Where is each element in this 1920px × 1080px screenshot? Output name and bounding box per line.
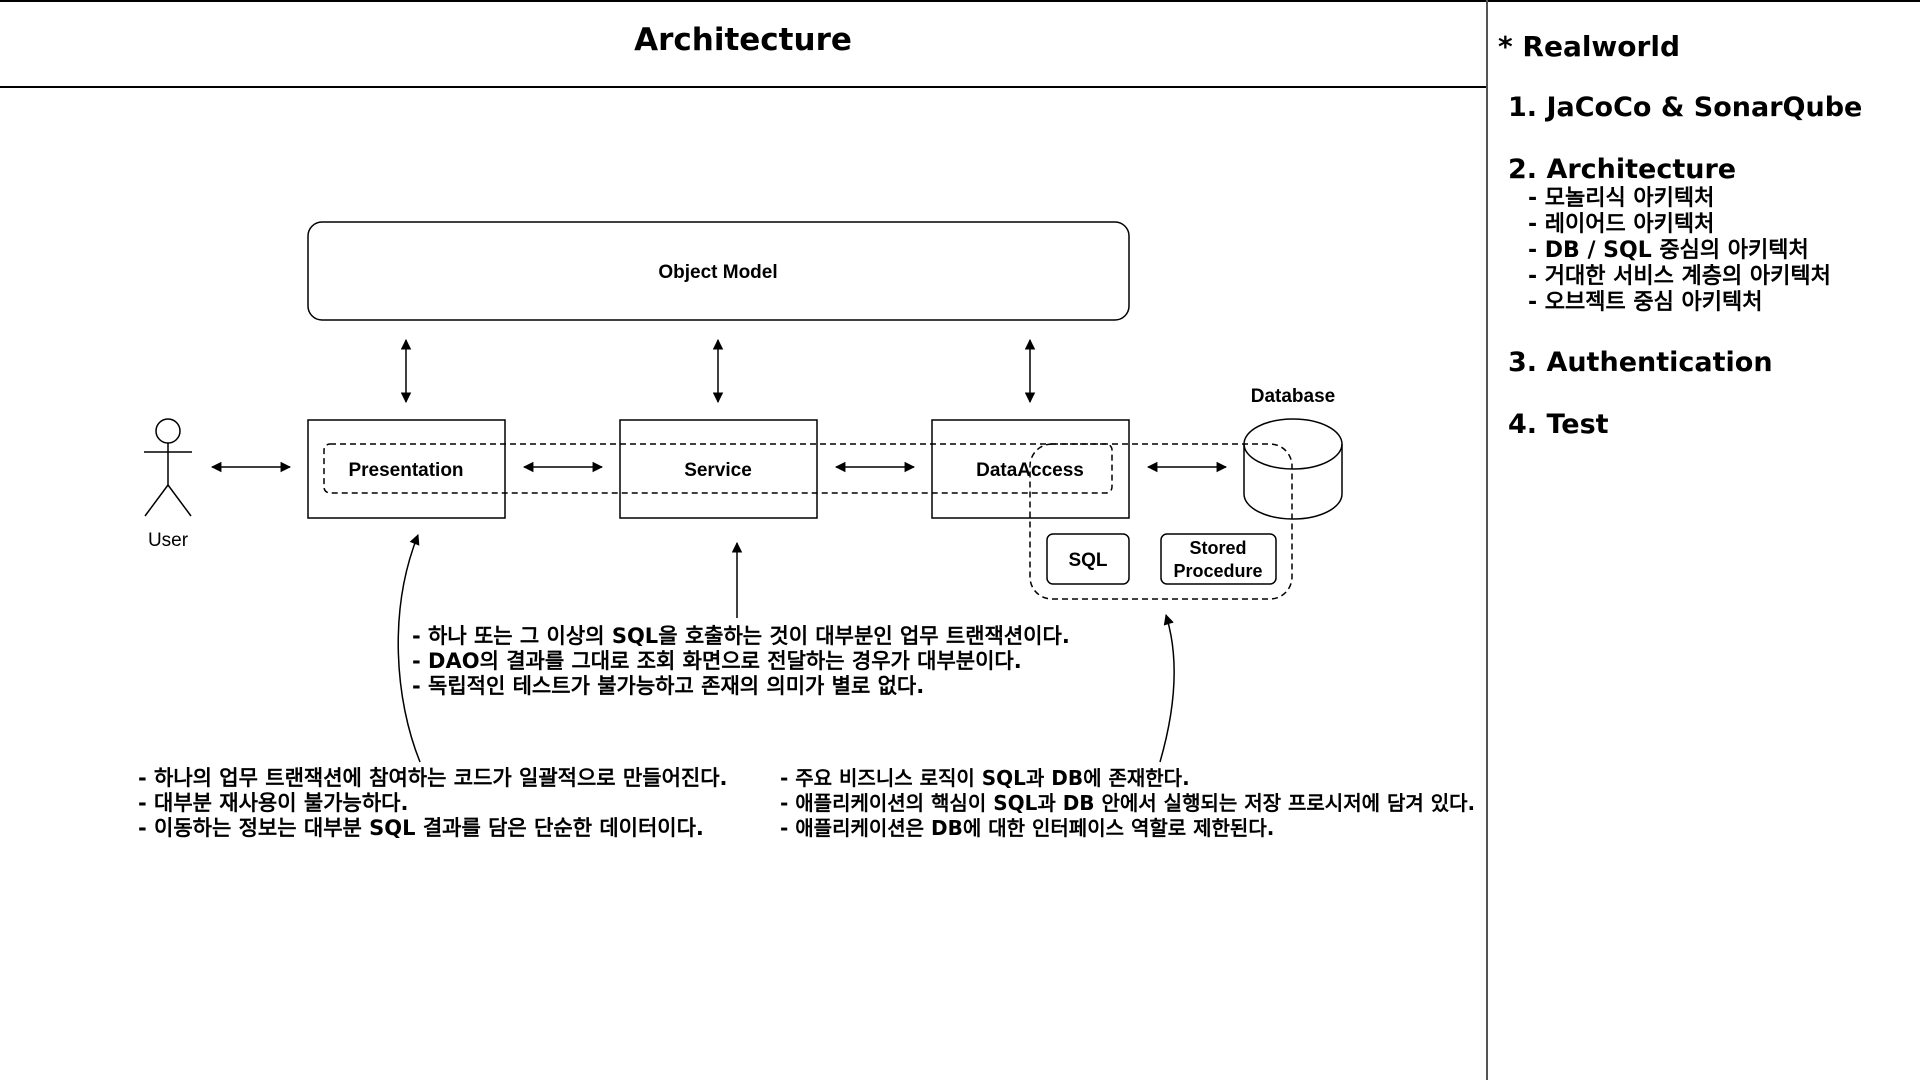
- dataaccess-label: DataAccess: [976, 460, 1084, 481]
- presentation-label: Presentation: [348, 460, 463, 481]
- sidebar-section-authentication: 3. Authentication: [1508, 347, 1773, 378]
- service-note-3: - 독립적인 테스트가 불가능하고 존재의 의미가 별로 없다.: [412, 674, 925, 698]
- database-note-arrow: [1159, 613, 1175, 763]
- sql-label: SQL: [1068, 550, 1107, 571]
- stored-procedure-box: [1160, 533, 1277, 585]
- sidebar-item-layered: - 레이어드 아키텍처: [1528, 212, 1715, 237]
- service-notes: - 하나 또는 그 이상의 SQL을 호출하는 것이 대부분인 업무 트랜잭션이…: [412, 624, 1070, 699]
- transaction-scope-dashed: [323, 443, 1113, 494]
- presentation-note-1: - 하나의 업무 트랜잭션에 참여하는 코드가 일괄적으로 만들어진다.: [138, 766, 728, 790]
- database-note-3: - 애플리케이션은 DB에 대한 인터페이스 역할로 제한된다.: [780, 816, 1275, 840]
- presentation-note-2: - 대부분 재사용이 불가능하다.: [138, 791, 409, 815]
- sidebar-section-test: 4. Test: [1508, 409, 1609, 440]
- sidebar-section-architecture: 2. Architecture: [1508, 154, 1737, 185]
- presentation-box: [307, 419, 506, 519]
- sidebar-item-object: - 오브젝트 중심 아키텍처: [1528, 290, 1763, 315]
- sql-box: [1046, 533, 1130, 585]
- stored-procedure-label-2: Procedure: [1173, 561, 1262, 581]
- presentation-note-3: - 이동하는 정보는 대부분 SQL 결과를 담은 단순한 데이터이다.: [138, 816, 704, 840]
- database-note-1: - 주요 비즈니스 로직이 SQL과 DB에 존재한다.: [780, 766, 1190, 790]
- service-note-2: - DAO의 결과를 그대로 조회 화면으로 전달하는 경우가 대부분이다.: [412, 649, 1022, 673]
- db-sql-dashed-region: [1029, 443, 1293, 600]
- database-note-2: - 애플리케이션의 핵심이 SQL과 DB 안에서 실행되는 저장 프로시저에 …: [780, 791, 1476, 815]
- user-icon: [144, 418, 192, 517]
- sidebar: * Realworld 1. JaCoCo & SonarQube 2. Arc…: [1498, 0, 1918, 1080]
- object-model-box: [307, 221, 1130, 321]
- architecture-diagram: Object Model User Database SQL: [144, 221, 1343, 763]
- user-label: User: [148, 530, 189, 551]
- page-title: Architecture: [634, 22, 852, 58]
- database-label: Database: [1251, 386, 1336, 407]
- sidebar-section-jacoco: 1. JaCoCo & SonarQube: [1508, 92, 1863, 123]
- presentation-notes: - 하나의 업무 트랜잭션에 참여하는 코드가 일괄적으로 만들어진다. - 대…: [138, 766, 728, 841]
- service-note-1: - 하나 또는 그 이상의 SQL을 호출하는 것이 대부분인 업무 트랜잭션이…: [412, 624, 1070, 648]
- service-box: [619, 419, 818, 519]
- presentation-note-arrow: [397, 534, 421, 763]
- sidebar-architecture-items: - 모놀리식 아키텍처 - 레이어드 아키텍처 - DB / SQL 중심의 아…: [1528, 186, 1831, 316]
- database-notes: - 주요 비즈니스 로직이 SQL과 DB에 존재한다. - 애플리케이션의 핵…: [780, 766, 1475, 841]
- sidebar-heading: * Realworld: [1498, 30, 1680, 63]
- service-label: Service: [684, 460, 752, 481]
- database-icon: [1243, 418, 1343, 520]
- object-model-label: Object Model: [658, 262, 777, 283]
- sidebar-item-service-layer: - 거대한 서비스 계층의 아키텍처: [1528, 264, 1831, 289]
- sidebar-item-monolithic: - 모놀리식 아키텍처: [1528, 186, 1715, 211]
- sidebar-item-db-sql: - DB / SQL 중심의 아키텍처: [1528, 238, 1809, 263]
- stored-procedure-label-1: Stored: [1189, 538, 1246, 558]
